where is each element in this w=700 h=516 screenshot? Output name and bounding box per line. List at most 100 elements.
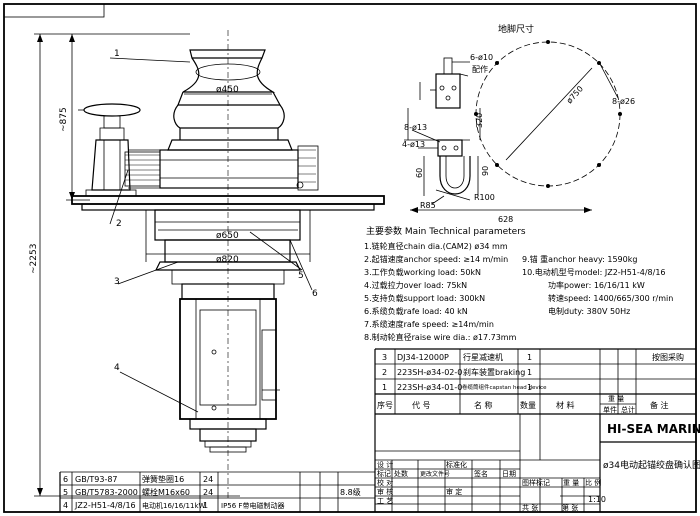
foundation-detail-views [404, 40, 622, 213]
tb-row: 标准化 [446, 460, 467, 469]
dim-d820: ø820 [216, 255, 239, 265]
tb-label: 签名 [474, 469, 488, 478]
stage-headers: 图样标记 重 量 比 例 [522, 478, 601, 487]
header-cell: 单件 [603, 405, 617, 414]
row-code: 223SH-ø34-02-0 [397, 368, 462, 377]
row-code: GB/T93-87 [75, 475, 118, 484]
header-cell: 名 称 [474, 400, 493, 410]
params-left-list: 1.链轮直径chain dia.(CAM2) ø34 mm 2.起锚速度anch… [364, 241, 517, 342]
dim-d450: ø450 [216, 85, 239, 95]
windlass-elevation-view [34, 30, 385, 500]
row-no: 5 [63, 488, 68, 497]
parts-upper-rows: 3 DJ34-12000P 行星减速机 1 2 223SH-ø34-02-0 刹… [382, 352, 684, 392]
stage-header: 比 例 [585, 478, 601, 487]
company-name: HI-SEA MARINE [607, 422, 700, 436]
row-no: 3 [382, 353, 387, 362]
tb-row: 工 艺 [377, 497, 393, 505]
row-name: 行星减速机 [463, 352, 503, 362]
param-line: 1.链轮直径chain dia.(CAM2) ø34 mm [364, 241, 508, 251]
foundation-title: 地脚尺寸 [498, 23, 534, 35]
row-name: 电动机16/16/11kW [142, 501, 205, 510]
callout-4: 4 [114, 363, 120, 373]
param-line: 8.制动轮直径raise wire dia.: ø17.73mm [364, 332, 517, 342]
dim-holes-13b: 4-ø13 [402, 140, 425, 149]
header-cell: 序号 [377, 400, 393, 410]
parts-list-lower [59, 471, 375, 512]
row-qty: 1 [527, 353, 532, 362]
header-cell: 材 料 [556, 400, 575, 410]
purchase-note: 按图采购 [652, 352, 684, 362]
dim-h60: 60 [415, 168, 424, 178]
tb-label: 共 张 [522, 503, 538, 512]
param-line: 7.系缆速度rafe speed: ≥14m/min [364, 319, 494, 329]
tb-label: 标记 [377, 469, 391, 478]
param-line: 转速speed: 1400/665/300 r/min [548, 293, 673, 303]
callout-1: 1 [114, 49, 120, 59]
dim-d750: ø750 [565, 84, 585, 105]
params-right-list: 9.锚 重anchor heavy: 1590kg 10.电动机型号model:… [522, 254, 673, 316]
callout-5: 5 [298, 271, 304, 281]
corner-tab [3, 3, 105, 18]
row-code: GB/T5783-2000 [75, 488, 138, 497]
title-block-labels: 标记 处数 更改文件号 签名 日期 设 计 校 对 审 核 工 艺 标准化 审 … [377, 460, 578, 512]
row-name: 弹簧垫圈16 [142, 474, 184, 484]
callout-3: 3 [114, 277, 120, 287]
params-title: 主要参数 Main Technical parameters [366, 225, 526, 237]
dim-h90: 90 [481, 166, 490, 176]
row-qty: 1 [527, 383, 532, 392]
parts-list-upper [374, 348, 696, 415]
row-no: 2 [382, 368, 387, 377]
dim-holes-13: 8-ø13 [404, 123, 427, 132]
parts-lower-rows: 6 GB/T93-87 弹簧垫圈16 24 5 GB/T5783-2000 螺栓… [63, 474, 361, 510]
dim-holes-26: 8-ø26 [612, 97, 635, 106]
callout-6: 6 [312, 289, 318, 299]
param-line: 10.电动机型号model: JZ2-H51-4/8/16 [522, 267, 666, 277]
row-qty: 1 [203, 501, 208, 510]
drawing-title: ø34电动起锚绞盘确认图 [603, 459, 700, 471]
weight-header: 重 量 [608, 395, 624, 403]
param-line: 9.锚 重anchor heavy: 1590kg [522, 254, 637, 264]
row-note: 8.8级 [340, 487, 361, 497]
dim-r85: R85 [420, 201, 436, 210]
row-code: DJ34-12000P [397, 353, 449, 362]
row-no: 1 [382, 383, 387, 392]
row-name: 卷缆筒组件capstan head device [462, 383, 547, 391]
tb-label: 更改文件号 [420, 470, 450, 478]
param-line: 3.工作负载working load: 50kN [364, 267, 481, 277]
param-line: 功率power: 16/16/11 kW [548, 280, 645, 290]
param-line: 6.系缆负载rafe load: 40 kN [364, 306, 468, 316]
title-block-grid [374, 414, 696, 512]
stage-header: 重 量 [563, 479, 579, 487]
dim-d650: ø650 [216, 231, 239, 241]
row-name: 螺栓M16x60 [142, 487, 190, 497]
row-qty: 1 [527, 368, 532, 377]
callout-2: 2 [116, 219, 122, 229]
scale-value: 1:10 [588, 495, 606, 504]
header-cell: 数量 [520, 400, 536, 410]
dim-bolt-top-label: 配作 [472, 64, 488, 74]
tb-row: 审 定 [446, 487, 462, 496]
dim-h320: 320 [475, 113, 484, 128]
row-note: IP56 F带电磁制动器 [221, 501, 284, 510]
dim-h875: ~875 [59, 107, 69, 132]
stage-header: 图样标记 [522, 478, 550, 487]
dim-bolt-top: 6-ø10 [470, 53, 493, 62]
header-cell: 备 注 [650, 400, 669, 410]
row-code: 223SH-ø34-01-0 [397, 383, 462, 392]
tb-row: 校 对 [377, 478, 393, 487]
parts-upper-header: 序号 代 号 名 称 数量 材 料 单件 总计 备 注 重 量 [377, 395, 669, 414]
row-no: 4 [63, 501, 68, 510]
header-cell: 代 号 [412, 400, 431, 410]
tb-label: 日期 [502, 470, 516, 478]
param-line: 电制duty: 380V 50Hz [548, 306, 630, 316]
header-cell: 总计 [621, 405, 635, 414]
param-line: 5.支持负载support load: 300kN [364, 293, 485, 303]
dim-r100: R100 [474, 193, 495, 202]
tb-label: 第 张 [562, 503, 578, 512]
dim-h2253: ~2253 [29, 244, 39, 274]
row-no: 6 [63, 475, 68, 484]
row-name: 刹车装置braking [463, 367, 525, 377]
tb-row: 设 计 [377, 460, 393, 469]
row-qty: 24 [203, 475, 213, 484]
